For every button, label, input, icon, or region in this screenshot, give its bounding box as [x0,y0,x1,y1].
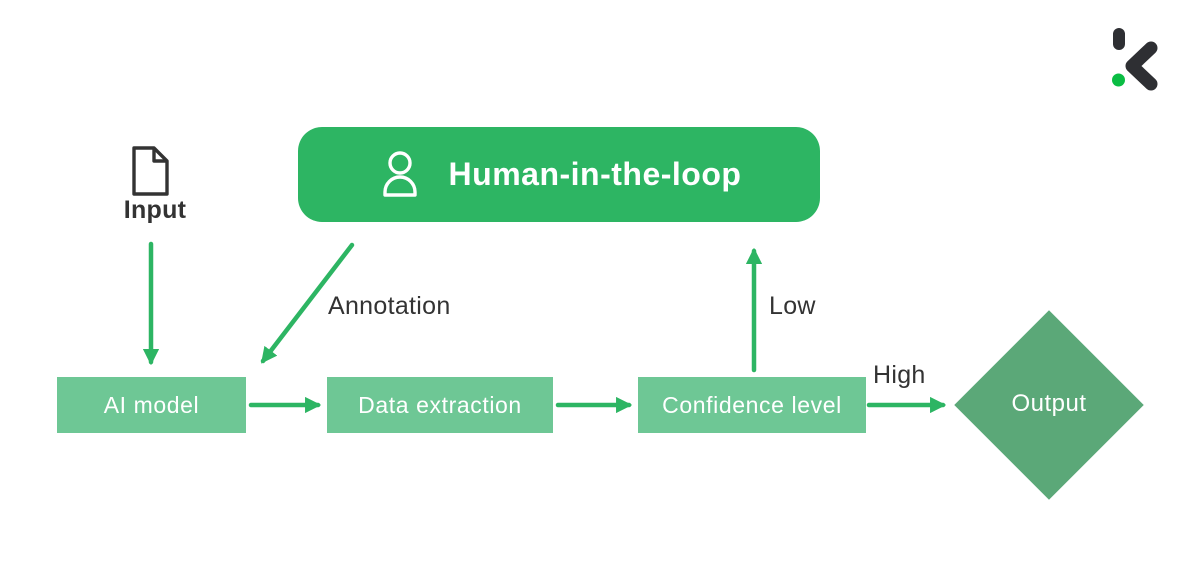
input-node-label: Input [123,196,187,224]
output-label: Output [1011,390,1087,417]
human-in-the-loop-label: Human-in-the-loop [448,156,742,192]
high-edge-label: High [873,361,926,389]
data-extraction-node: Data extraction [327,377,553,433]
logo-dot [1112,73,1125,87]
confidence-level-node: Confidence level [638,377,866,433]
annotation-edge-label: Annotation [328,292,451,320]
document-icon [132,146,169,196]
data-extraction-label: Data extraction [358,391,522,418]
low-edge-label: Low [769,292,816,320]
klippa-logo [1112,28,1158,91]
ai-model-node: AI model [57,377,246,433]
confidence-level-label: Confidence level [662,391,842,418]
person-icon [382,150,417,197]
ai-model-label: AI model [103,391,200,418]
logo-chevron [1125,41,1158,91]
human-in-the-loop-node: Human-in-the-loop [298,127,820,222]
